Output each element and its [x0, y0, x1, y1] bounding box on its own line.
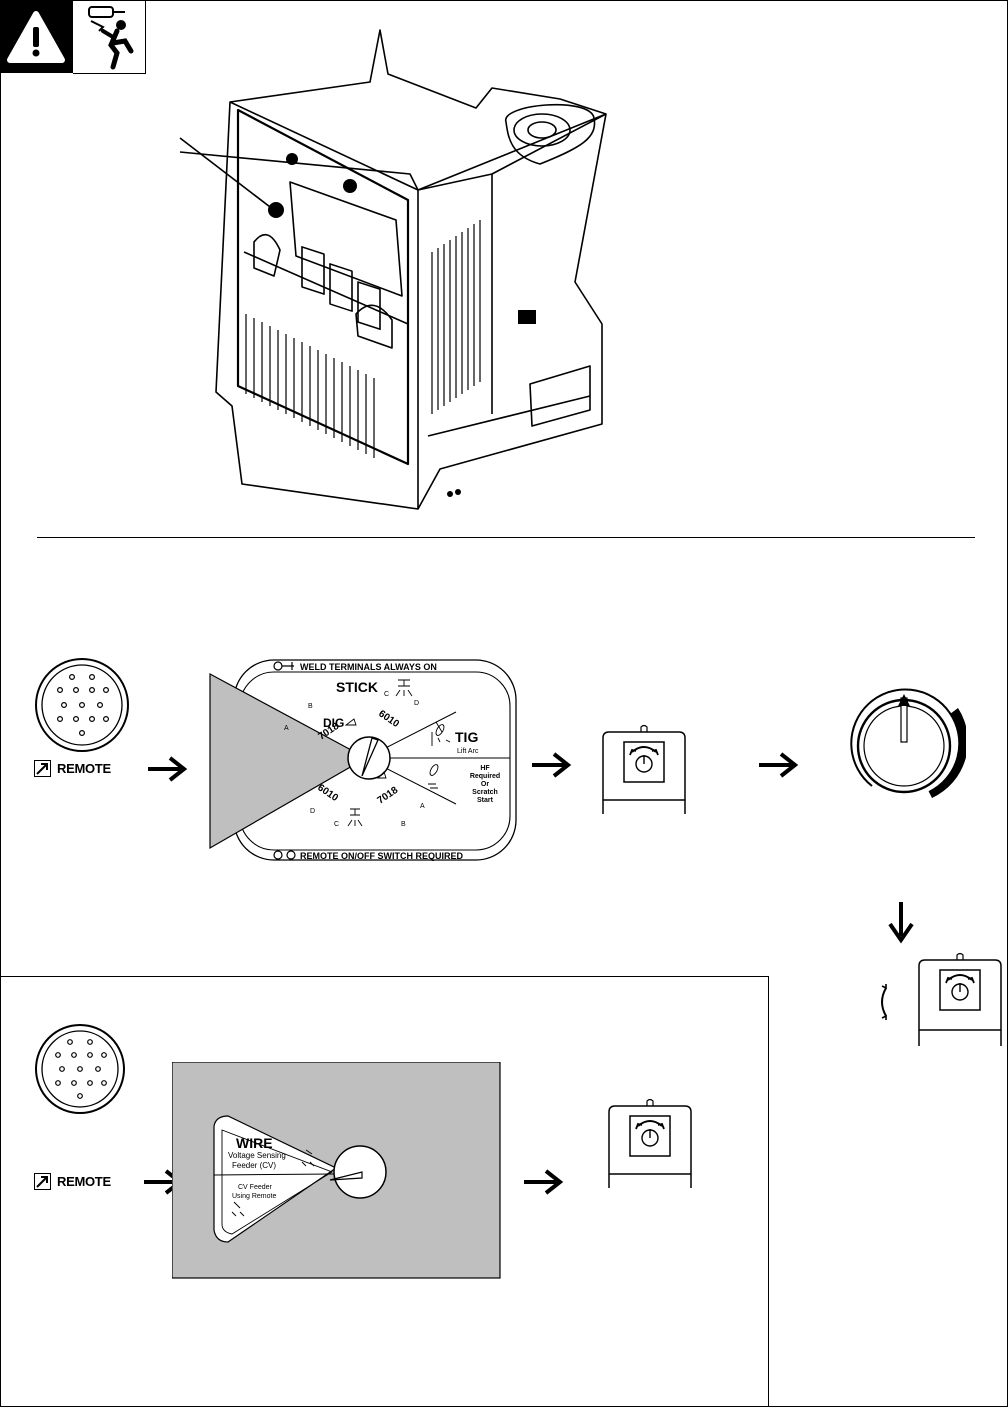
dig-label: DIG [323, 716, 344, 730]
range-letter: B [308, 703, 313, 710]
arrow-right-icon [759, 752, 799, 778]
remote-14-pin-connector-icon [35, 1024, 125, 1114]
remote-arrow-icon [34, 760, 51, 777]
remote-label: REMOTE [34, 1173, 111, 1190]
remote-text: REMOTE [57, 761, 111, 776]
engine-switch-icon [608, 1098, 692, 1188]
voltage-sensing-label: Voltage Sensing [228, 1151, 286, 1160]
range-letter: D [414, 700, 419, 707]
rotate-icon [881, 984, 887, 1020]
remote-arrow-icon [34, 1173, 51, 1190]
range-letter: A [284, 725, 289, 732]
tig-label: TIG [455, 729, 478, 745]
wire-feeder-panel [0, 976, 769, 1407]
arrow-right-icon [532, 752, 572, 778]
hf-required-text: HF Required Or Scratch Start [470, 765, 500, 804]
remote-text: REMOTE [57, 1174, 111, 1189]
range-letter: C [384, 691, 389, 698]
range-letter: C [334, 821, 339, 828]
range-letter: A [420, 803, 425, 810]
engine-switch-icon [602, 724, 686, 814]
control-knob-icon[interactable] [844, 686, 966, 800]
weld-terminals-always-on: WELD TERMINALS ALWAYS ON [300, 662, 437, 672]
feeder-cv-label: Feeder (CV) [232, 1161, 276, 1170]
arrow-right-icon [148, 756, 188, 782]
remote-switch-required: REMOTE ON/OFF SWITCH REQUIRED [300, 851, 463, 861]
engine-switch-icon [918, 952, 1002, 1046]
hf-line: HF [480, 765, 490, 772]
wire-pictograms [231, 1149, 315, 1217]
remote-label: REMOTE [34, 760, 111, 777]
process-selector-dial: WELD TERMINALS ALWAYS ON REMOTE ON/OFF S… [209, 659, 517, 861]
stick-label: STICK [336, 679, 378, 695]
process-pictograms [344, 679, 451, 827]
remote-14-pin-connector-icon [35, 658, 129, 752]
hf-line: Required [470, 773, 500, 780]
wire-label: WIRE [236, 1135, 273, 1151]
arrow-down-icon [888, 902, 914, 944]
using-remote-label: Using Remote [232, 1193, 276, 1200]
warning-triangle-icon [0, 0, 73, 73]
welder-generator-illustration [179, 29, 607, 510]
arrow-right-icon [524, 1169, 564, 1195]
range-letter: D [310, 808, 315, 815]
cv-feeder-label: CV Feeder [238, 1184, 273, 1191]
electric-shock-icon [73, 0, 146, 74]
hf-line: Scratch [472, 789, 498, 796]
section-divider [37, 537, 975, 538]
lift-arc-label: Lift Arc [457, 748, 479, 755]
hf-line: Start [477, 797, 494, 804]
wire-process-dial: WIRE Voltage Sensing Feeder (CV) CV Feed… [172, 1062, 501, 1279]
hf-line: Or [481, 781, 489, 788]
range-letter: B [401, 821, 406, 828]
